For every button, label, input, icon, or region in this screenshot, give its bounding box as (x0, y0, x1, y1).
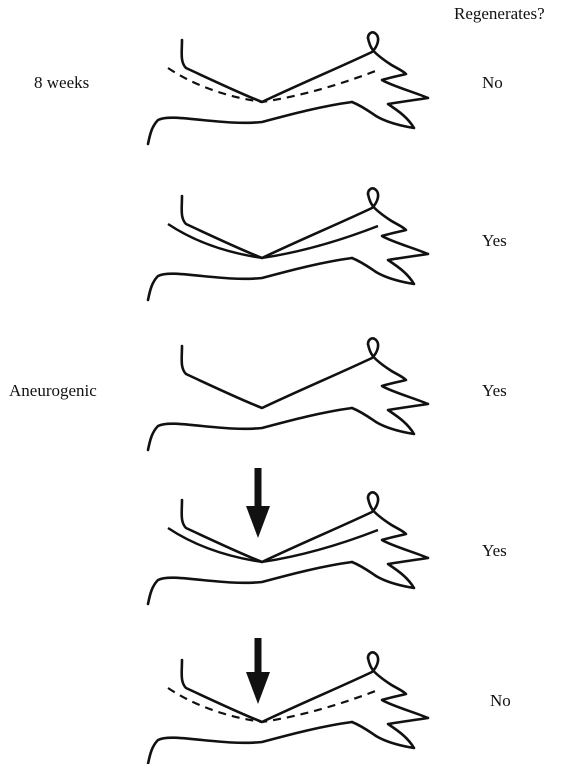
limb-row-4 (148, 492, 428, 604)
limb-row-2 (148, 188, 428, 300)
limb-row-1 (148, 32, 428, 144)
arrow-down-2 (246, 638, 270, 704)
arrow-down-1 (246, 468, 270, 538)
limb-row-5 (148, 652, 428, 764)
limb-row-3 (148, 338, 428, 450)
